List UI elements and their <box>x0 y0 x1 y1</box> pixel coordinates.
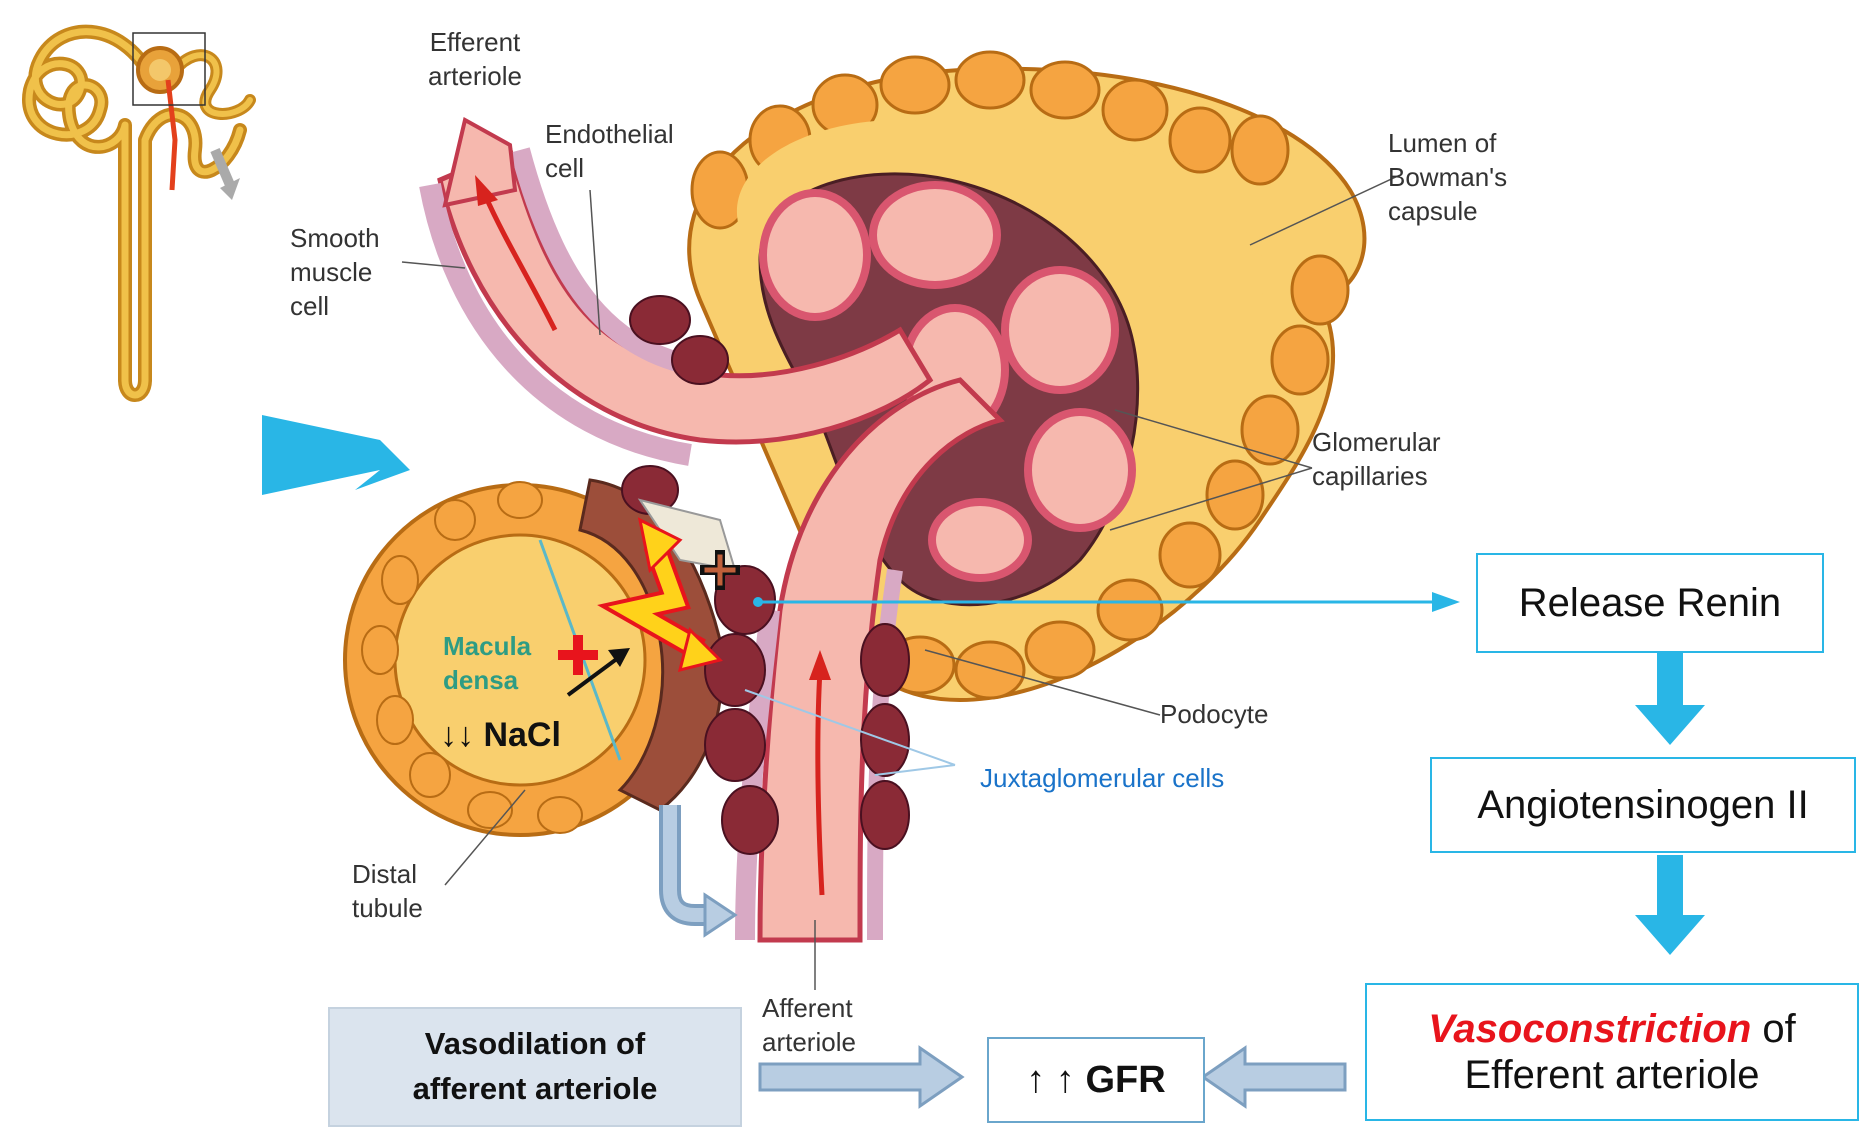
label-macula-densa: Macula densa <box>443 630 553 698</box>
label-smooth-muscle-cell: Smooth muscle cell <box>290 222 405 323</box>
gfr-text: ↑ ↑ GFR <box>1026 1059 1165 1102</box>
down-arrow-2 <box>1635 855 1705 955</box>
label-afferent-arteriole: Afferent arteriole <box>762 992 892 1060</box>
label-distal-tubule: Distal tubule <box>352 858 452 926</box>
label-lumen-of-bowmans-capsule: Lumen of Bowman's capsule <box>1388 127 1538 228</box>
angiotensinogen-text: Angiotensinogen II <box>1477 783 1808 828</box>
vasodilation-box: Vasodilation of afferent arteriole <box>328 1007 742 1127</box>
label-podocyte: Podocyte <box>1160 698 1290 732</box>
vasoconstriction-of: of <box>1751 1007 1795 1051</box>
release-renin-text: Release Renin <box>1519 581 1781 626</box>
down-arrow-1 <box>1635 650 1705 745</box>
label-glomerular-capillaries: Glomerular capillaries <box>1312 426 1467 494</box>
vasodilation-text: Vasodilation of afferent arteriole <box>370 1022 700 1112</box>
label-endothelial-cell: Endothelial cell <box>545 118 680 186</box>
arrow-vasoconstriction-to-gfr <box>1203 1048 1345 1106</box>
angiotensinogen-box: Angiotensinogen II <box>1430 757 1856 853</box>
vasoconstriction-emphasis: Vasoconstriction <box>1428 1007 1751 1051</box>
incoming-flow-arrow <box>262 415 410 495</box>
release-renin-box: Release Renin <box>1476 553 1824 653</box>
label-nacl: ↓↓ NaCl <box>440 713 610 757</box>
vasoconstriction-box: Vasoconstriction of Efferent arteriole <box>1365 983 1859 1121</box>
vasoconstriction-line-2: Efferent arteriole <box>1465 1052 1760 1098</box>
label-efferent-arteriole: Efferent arteriole <box>400 26 550 94</box>
gfr-box: ↑ ↑ GFR <box>987 1037 1205 1123</box>
vasoconstriction-line-1: Vasoconstriction of <box>1428 1006 1796 1052</box>
label-juxtaglomerular-cells: Juxtaglomerular cells <box>980 762 1300 796</box>
